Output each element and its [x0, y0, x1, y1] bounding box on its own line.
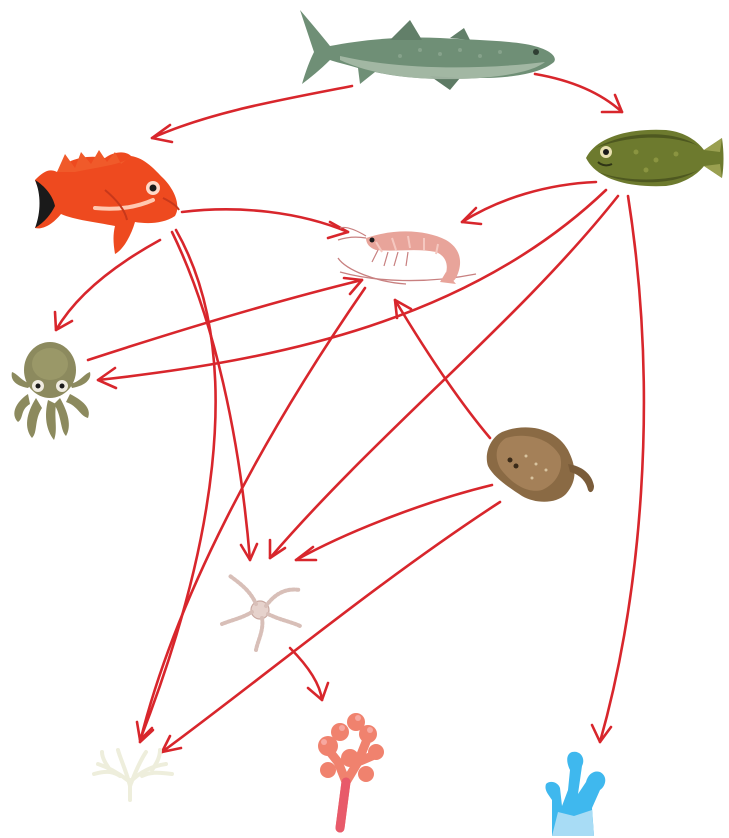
- arrow-redfish-to-shrimp: [180, 208, 350, 240]
- arrow-skate-to-brittle-star: [294, 483, 494, 562]
- arrow-shark-to-redfish: [150, 84, 354, 144]
- arrow-redfish-to-octopus: [53, 238, 162, 332]
- brittle-star-icon: [220, 574, 302, 652]
- redfish-icon: [35, 150, 180, 254]
- shrimp-icon: [337, 226, 477, 285]
- arrows-layer: [53, 72, 646, 754]
- arrow-flatfish-to-octopus: [96, 188, 608, 390]
- arrow-flatfish-to-shrimp: [460, 180, 598, 226]
- arrow-brittle-star-to-red-coral: [288, 646, 330, 702]
- red-coral-icon: [318, 713, 384, 833]
- arrow-flatfish-to-blue-coral: [590, 194, 646, 744]
- flatfish-icon: [586, 129, 724, 187]
- skate-ray-icon: [486, 427, 594, 502]
- arrow-redfish-to-sponge: [135, 228, 217, 742]
- arrow-redfish-to-brittle-star: [170, 230, 259, 562]
- arrow-shrimp-to-sponge: [138, 286, 367, 744]
- sponge-icon: [92, 748, 174, 802]
- arrow-octopus-to-shrimp: [86, 276, 364, 362]
- arrow-flatfish-to-brittle-star: [268, 194, 620, 560]
- octopus-icon: [11, 342, 91, 440]
- greenland-shark-icon: [300, 10, 555, 90]
- arrow-skate-to-shrimp: [393, 298, 492, 440]
- arrow-shark-to-flatfish: [533, 72, 624, 114]
- blue-coral-icon: [545, 751, 606, 836]
- arrow-skate-to-sponge: [160, 500, 502, 754]
